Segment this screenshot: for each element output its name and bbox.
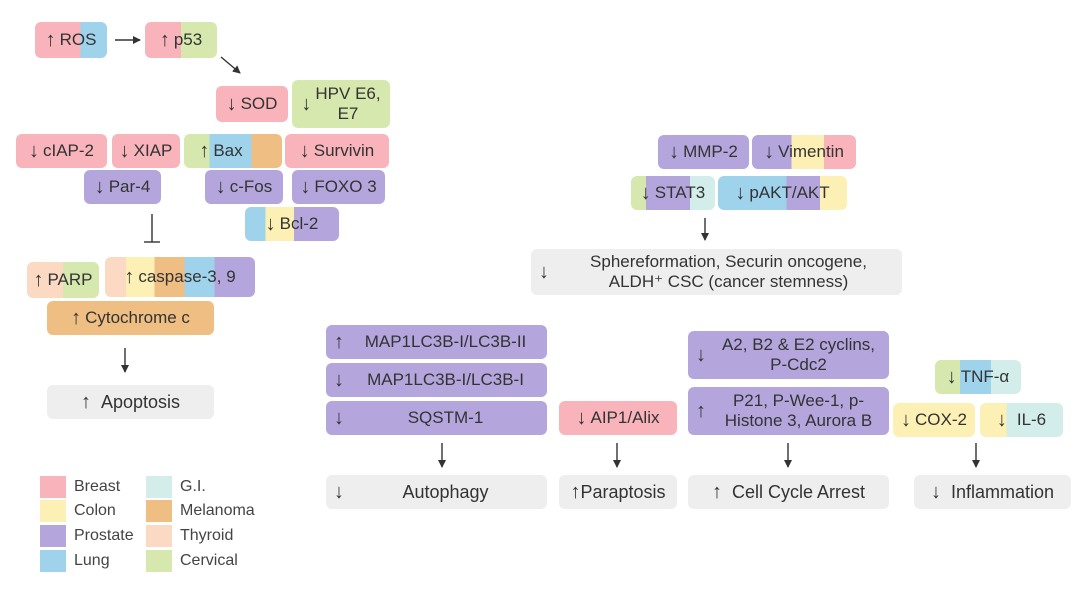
down-arrow-icon: ↓ <box>696 344 706 366</box>
up-arrow-icon: ↑ <box>696 400 706 422</box>
legend-item-prostate: Prostate <box>40 524 134 548</box>
up-arrow-icon: ↑ <box>159 29 170 51</box>
down-arrow-icon: ↓ <box>930 481 941 503</box>
legend-item-breast: Breast <box>40 475 120 499</box>
down-arrow-icon: ↓ <box>94 176 105 198</box>
down-arrow-icon: ↓ <box>334 481 344 503</box>
legend-item-lung: Lung <box>40 549 110 573</box>
legend-swatch <box>146 500 172 522</box>
node-lc3-down: ↓MAP1LC3B-I/LC3B-I <box>326 363 547 397</box>
up-arrow-icon: ↑ <box>80 391 91 413</box>
down-arrow-icon: ↓ <box>669 141 680 163</box>
down-arrow-icon: ↓ <box>640 182 651 204</box>
node-mmp2: ↓MMP-2 <box>658 135 749 169</box>
down-arrow-icon: ↓ <box>996 409 1007 431</box>
node-xiap: ↓XIAP <box>112 134 180 168</box>
legend-item-gi: G.I. <box>146 475 206 499</box>
down-arrow-icon: ↓ <box>226 93 237 115</box>
node-cytochrome: ↑Cytochrome c <box>47 301 214 335</box>
node-survivin: ↓Survivin <box>285 134 389 168</box>
down-arrow-icon: ↓ <box>576 407 587 429</box>
node-sod: ↓SOD <box>216 86 288 122</box>
up-arrow-icon: ↑ <box>33 269 44 291</box>
node-stat3: ↓STAT3 <box>631 176 715 210</box>
node-vimentin: ↓Vimentin <box>752 135 856 169</box>
down-arrow-icon: ↓ <box>334 369 344 391</box>
outcome-apoptosis: ↑Apoptosis <box>47 385 214 419</box>
up-arrow-icon: ↑ <box>71 307 82 329</box>
node-parp: ↑PARP <box>27 262 99 298</box>
node-il6: ↓IL-6 <box>980 403 1063 437</box>
legend-swatch <box>40 550 66 572</box>
node-ros: ↑ROS <box>35 22 107 58</box>
up-arrow-icon: ↑ <box>570 481 581 503</box>
legend-swatch <box>146 525 172 547</box>
down-arrow-icon: ↓ <box>300 176 311 198</box>
legend-swatch <box>146 476 172 498</box>
legend-swatch <box>40 476 66 498</box>
down-arrow-icon: ↓ <box>735 182 746 204</box>
node-cox2: ↓COX-2 <box>893 403 975 437</box>
down-arrow-icon: ↓ <box>119 140 130 162</box>
node-pakt: ↓pAKT/AKT <box>718 176 847 210</box>
node-p53: ↑p53 <box>145 22 217 58</box>
up-arrow-icon: ↑ <box>45 29 56 51</box>
outcome-autophagy: ↓Autophagy <box>326 475 547 509</box>
node-caspase: ↑caspase-3, 9 <box>105 257 255 297</box>
legend-item-melanoma: Melanoma <box>146 499 255 523</box>
arrow-p53-sod <box>220 56 241 74</box>
up-arrow-icon: ↑ <box>199 140 210 162</box>
down-arrow-icon: ↓ <box>265 213 276 235</box>
up-arrow-icon: ↑ <box>124 266 135 288</box>
node-tnf: ↓TNF-α <box>935 360 1021 394</box>
node-bax: ↑Bax <box>184 134 282 168</box>
outcome-paraptosis: ↑Paraptosis <box>559 475 677 509</box>
down-arrow-icon: ↓ <box>946 366 957 388</box>
node-p21: ↑P21, P-Wee-1, p- Histone 3, Aurora B <box>688 387 889 435</box>
outcome-cell-cycle-arrest: ↑Cell Cycle Arrest <box>688 475 889 509</box>
down-arrow-icon: ↓ <box>334 407 344 429</box>
legend-swatch <box>146 550 172 572</box>
node-bcl2: ↓Bcl-2 <box>245 207 339 241</box>
node-hpv: ↓HPV E6, E7 <box>292 80 390 128</box>
node-sqstm1: ↓SQSTM-1 <box>326 401 547 435</box>
legend-swatch <box>40 500 66 522</box>
down-arrow-icon: ↓ <box>28 140 39 162</box>
outcome-inflammation: ↓Inflammation <box>914 475 1071 509</box>
down-arrow-icon: ↓ <box>901 409 912 431</box>
down-arrow-icon: ↓ <box>215 176 226 198</box>
node-cyclins: ↓A2, B2 & E2 cyclins, P-Cdc2 <box>688 331 889 379</box>
down-arrow-icon: ↓ <box>299 140 310 162</box>
legend-swatch <box>40 525 66 547</box>
down-arrow-icon: ↓ <box>764 141 775 163</box>
node-cfos: ↓c-Fos <box>205 170 283 204</box>
down-arrow-icon: ↓ <box>539 261 549 283</box>
outcome-sphereformation: ↓Sphereformation, Securin oncogene, ALDH… <box>531 249 902 295</box>
up-arrow-icon: ↑ <box>711 481 722 503</box>
node-ciap2: ↓cIAP-2 <box>16 134 107 168</box>
node-lc3-up: ↑MAP1LC3B-I/LC3B-II <box>326 325 547 359</box>
legend-item-cervical: Cervical <box>146 549 238 573</box>
node-foxo3: ↓FOXO 3 <box>292 170 385 204</box>
down-arrow-icon: ↓ <box>301 93 312 115</box>
legend-item-colon: Colon <box>40 499 116 523</box>
legend-item-thyroid: Thyroid <box>146 524 233 548</box>
node-par4: ↓Par-4 <box>84 170 161 204</box>
up-arrow-icon: ↑ <box>334 331 344 353</box>
node-aip1: ↓AIP1/Alix <box>559 401 677 435</box>
